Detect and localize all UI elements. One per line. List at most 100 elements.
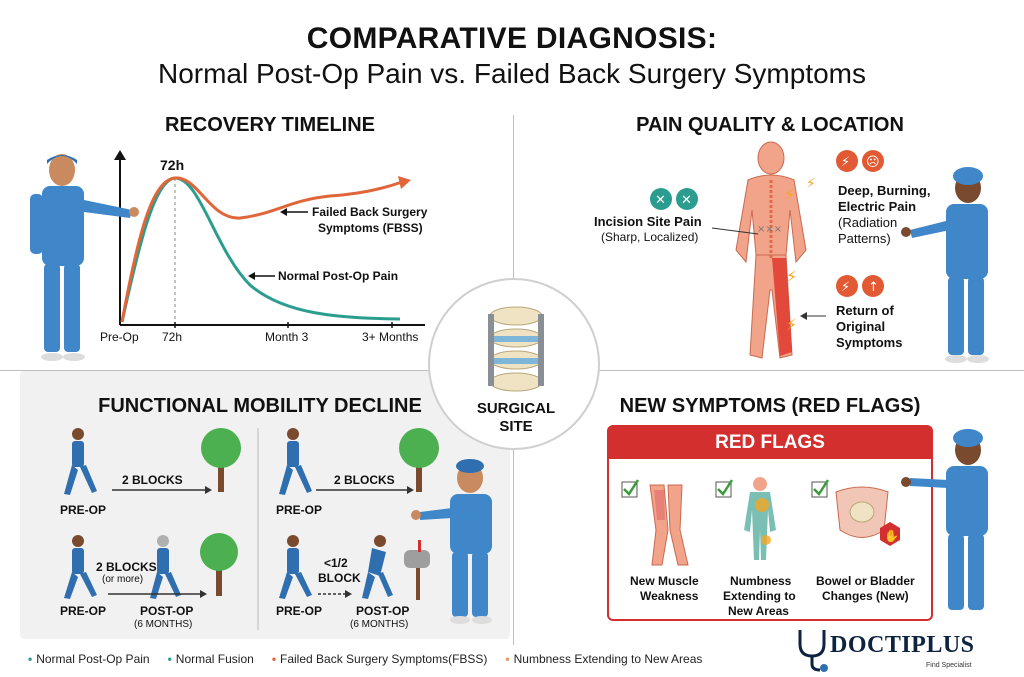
- tree-icon-1: [201, 428, 241, 492]
- left-bottom-pre: PRE-OP: [60, 604, 107, 618]
- legend-item-fbss: •Failed Back Surgery Symptoms(FBSS): [271, 652, 488, 666]
- return-line-2: Original: [836, 319, 886, 334]
- red-flag-2-line2: Extending to: [723, 589, 796, 603]
- left-bottom-post: POST-OP: [140, 604, 194, 618]
- walker-right-bottom-pre: [279, 535, 312, 599]
- timeline-heading: RECOVERY TIMELINE: [164, 114, 376, 136]
- nurse-top-right: [901, 167, 989, 363]
- timeline-tick-72h-label: 72h: [162, 330, 183, 344]
- red-flag-3-line2: Changes (New): [822, 589, 909, 603]
- bolt-badge-icon: [836, 150, 858, 172]
- legend-item-normal-fusion: •Normal Fusion: [167, 652, 254, 666]
- x-icon-1: [650, 188, 672, 210]
- fbss-label-1: Failed Back Surgery: [312, 205, 428, 219]
- svg-text:✕: ✕: [655, 193, 666, 208]
- tree-icon-2: [200, 533, 238, 596]
- nurse-bottom-right: [901, 429, 988, 610]
- left-bottom-distance-1: 2 BLOCKS: [96, 560, 157, 574]
- pain-heading: PAIN QUALITY & LOCATION: [636, 114, 904, 136]
- red-flag-3-line1: Bowel or Bladder: [816, 574, 915, 588]
- bolt-icon-4: ⚡: [786, 317, 797, 334]
- timeline-tick-preop: Pre-Op: [100, 330, 139, 344]
- bolt-icon-3: ⚡: [786, 269, 797, 286]
- left-top-distance: 2 BLOCKS: [122, 473, 183, 487]
- svg-text:↑: ↑: [868, 280, 879, 295]
- normal-pain-label: Normal Post-Op Pain: [278, 269, 399, 283]
- left-bottom-post-sub: (6 MONTHS): [134, 619, 193, 630]
- main-title: COMPARATIVE DIAGNOSIS:: [306, 22, 718, 55]
- radiation-leg: [772, 258, 792, 356]
- doctor-mobility: [411, 459, 492, 624]
- red-flag-2-line1: Numbness: [730, 574, 792, 588]
- surgical-label-2: SITE: [499, 418, 533, 435]
- angry-face-icon: [862, 150, 884, 172]
- svg-text:✋: ✋: [884, 529, 899, 543]
- incision-marks: ×××: [757, 224, 782, 235]
- return-line-3: Symptoms: [836, 335, 903, 350]
- svg-text:☹: ☹: [866, 155, 880, 170]
- check-icon-1: [621, 479, 640, 498]
- right-top-distance: 2 BLOCKS: [334, 473, 395, 487]
- body-figure: [735, 141, 807, 359]
- tree-icon-3: [399, 428, 439, 492]
- stethoscope-icon: [798, 630, 828, 672]
- svg-text:✕: ✕: [681, 193, 692, 208]
- svg-text:⚡: ⚡: [841, 279, 850, 294]
- timeline-tick-3months-label: 3+ Months: [362, 330, 419, 344]
- surgical-site-circle: SURGICAL SITE: [428, 278, 600, 450]
- bolt-icon-2: ⚡: [806, 175, 816, 191]
- x-icon-2: [676, 188, 698, 210]
- right-bottom-pre: PRE-OP: [276, 604, 323, 618]
- legend-item-numbness: •Numbness Extending to New Areas: [505, 652, 703, 666]
- deep-title-1: Deep, Burning,: [838, 183, 931, 198]
- walker-right-top: [279, 428, 312, 495]
- left-top-label: PRE-OP: [60, 503, 107, 517]
- bolt-badge-icon-2: [836, 275, 858, 297]
- legs-icon: [649, 484, 689, 566]
- normal-pain-curve: [120, 176, 401, 323]
- logo-sub: Find Specialist: [926, 662, 972, 669]
- walker-left-top: [64, 428, 97, 495]
- fbss-label-2: Symptoms (FBSS): [318, 221, 423, 235]
- check-icon-2: [715, 479, 734, 498]
- right-bottom-post-sub: (6 MONTHS): [350, 619, 409, 630]
- bolt-icon-1: ⚡: [784, 187, 795, 204]
- fbss-curve: [120, 176, 403, 323]
- incision-pointer: [711, 227, 759, 235]
- stop-hand-icon: ✋: [880, 522, 900, 546]
- deep-title-2: Electric Pain: [838, 199, 917, 214]
- red-flags-heading: NEW SYMPTOMS (RED FLAGS): [619, 395, 921, 417]
- check-icon-3: [811, 479, 830, 498]
- return-line-1: Return of: [836, 303, 894, 318]
- red-flag-1-line1: New Muscle: [630, 574, 699, 588]
- walker-left-bottom-post: [150, 535, 181, 599]
- svg-text:⚡: ⚡: [841, 154, 850, 169]
- doctiplus-logo[interactable]: DOCTIPLUS Find Specialist: [778, 622, 1018, 674]
- doctor-top-left: [30, 154, 139, 361]
- logo-word: DOCTIPLUS: [830, 632, 975, 658]
- red-flag-2-line3: New Areas: [728, 604, 789, 618]
- walker-right-bottom-post: [362, 535, 393, 599]
- timeline-y-arrow: [114, 150, 126, 160]
- mobility-heading: FUNCTIONAL MOBILITY DECLINE: [98, 395, 422, 417]
- red-flags-title: RED FLAGS: [609, 427, 931, 459]
- surgical-label-1: SURGICAL: [476, 400, 556, 417]
- mailbox-icon: [404, 540, 430, 600]
- right-bottom-distance-1: <1/2: [324, 556, 348, 570]
- right-top-label: PRE-OP: [276, 503, 323, 517]
- deep-sub-1: (Radiation: [838, 215, 898, 230]
- right-bottom-distance-2: BLOCK: [318, 571, 361, 585]
- red-flag-1-line2: Weakness: [640, 589, 699, 603]
- left-bottom-distance-2: (or more): [102, 574, 144, 585]
- legend: •Normal Post-Op Pain •Normal Fusion •Fai…: [28, 652, 702, 666]
- main-subtitle: Normal Post-Op Pain vs. Failed Back Surg…: [157, 58, 866, 89]
- legend-item-normal-pain: •Normal Post-Op Pain: [28, 652, 150, 666]
- spine-implant-icon: [488, 306, 544, 392]
- right-bottom-post: POST-OP: [356, 604, 410, 618]
- normal-pointer-head: [248, 272, 255, 280]
- fbss-pointer-head: [280, 208, 287, 216]
